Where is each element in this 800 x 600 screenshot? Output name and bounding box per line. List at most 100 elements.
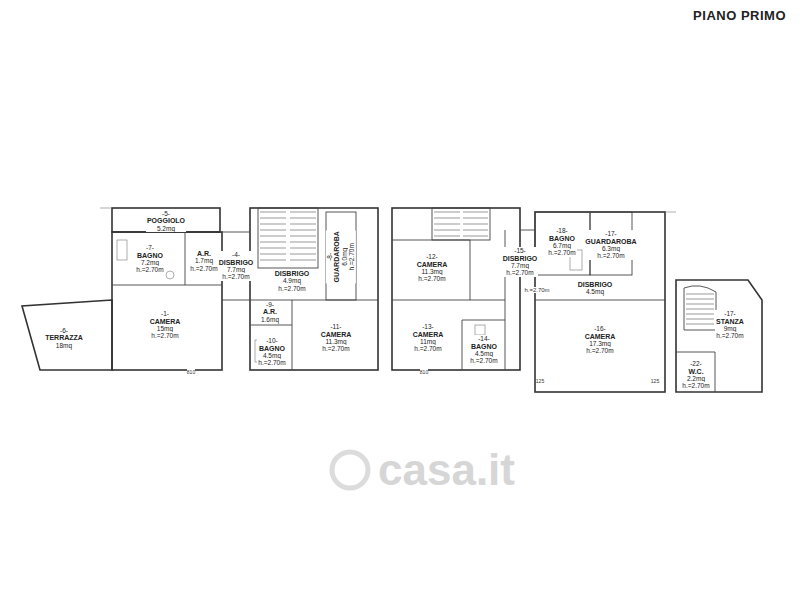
dimension-label: 125 [651, 378, 659, 384]
room-text: BAGNO [469, 343, 498, 350]
room-text: h.=2.70m [584, 347, 617, 354]
room-label: -14-BAGNO4.5mqh.=2.70m [469, 335, 498, 365]
room-text: BAGNO [547, 235, 576, 242]
dimension-label: 125 [536, 378, 544, 384]
room-text: h.=2.70m [416, 275, 449, 282]
room-text: h.=2.70m [547, 249, 576, 256]
room-text: 2.2mq [681, 375, 710, 382]
room-text: DISBRIGO [502, 255, 539, 262]
dimension-label: 810 [187, 369, 195, 375]
room-label: -11-CAMERA11.3mqh.=2.70m [320, 323, 353, 353]
room-text: 11.3mq [320, 338, 353, 345]
room-text: 11.3mq [416, 268, 449, 275]
room-label: DISBRIGO4.5mq [577, 281, 614, 296]
room-text: 11mq [412, 338, 445, 345]
room-text: CAMERA [320, 331, 353, 338]
room-text: h.=2.70m [320, 345, 353, 352]
fixtures [100, 208, 694, 384]
room-label: -5-POGGIOLO5.2mq [146, 210, 186, 232]
room-text: h.=2.70m [218, 273, 255, 280]
room-label: -6-TERRAZZA18mq [44, 327, 84, 349]
room-text: 4.5mq [469, 350, 498, 357]
room-text: h.=2.70m [502, 269, 539, 276]
room-text: h.=2.70m [469, 357, 498, 364]
room-text: CAMERA [149, 318, 182, 325]
room-label: -13-CAMERA11mqh.=2.70m [412, 323, 445, 353]
room-text: 7.7mq [502, 262, 539, 269]
room-text: -16- [584, 325, 617, 332]
room-text: 17.3mq [584, 340, 617, 347]
room-text: BAGNO [257, 345, 286, 352]
room-label: -16-CAMERA17.3mqh.=2.70m [584, 325, 617, 355]
dimension-label: h.=2.70m [524, 287, 549, 293]
dimension-label: 810 [420, 369, 428, 375]
inner-walls [112, 208, 716, 392]
room-text: 4.9mq [274, 277, 311, 284]
room-text: -14- [469, 335, 498, 342]
room-text: -7- [135, 244, 164, 251]
room-label: -12-CAMERA11.3mqh.=2.70m [416, 253, 449, 283]
room-text: POGGIOLO [146, 217, 186, 224]
room-text: BAGNO [135, 252, 164, 259]
room-text: 4.5mq [257, 352, 286, 359]
room-text: -18- [547, 227, 576, 234]
room-text: -17- [715, 310, 745, 317]
room-label: -17-GUARDAROBA6.3mqh.=2.70m [584, 230, 637, 260]
room-label: -15-DISBRIGO7.7mqh.=2.70m [502, 247, 539, 277]
room-text: h.=2.70m [274, 285, 311, 292]
room-label: -8-GUARDAROBA6.0mqh.=2.70m [326, 230, 356, 283]
room-label: -18-BAGNO6.7mqh.=2.70m [547, 227, 576, 257]
room-text: h.=2.70m [584, 252, 637, 259]
room-label: -4-DISBRIGO7.7mqh.=2.70m [218, 251, 255, 281]
room-text: h.=2.70m [257, 359, 286, 366]
room-text: -17- [584, 230, 637, 237]
room-text: TERRAZZA [44, 334, 84, 341]
room-text: 1.7mq [189, 257, 218, 264]
room-text: A.R. [260, 308, 280, 315]
room-text: h.=2.70m [149, 332, 182, 339]
room-text: 6.7mq [547, 242, 576, 249]
room-text: 7.2mq [135, 259, 164, 266]
room-text: CAMERA [412, 331, 445, 338]
room-text: CAMERA [584, 333, 617, 340]
room-text: 7.7mq [218, 266, 255, 273]
room-text: -13- [412, 323, 445, 330]
room-label: -22-W.C.2.2mqh.=2.70m [681, 360, 710, 390]
room-text: DISBRIGO [218, 259, 255, 266]
room-text: -11- [320, 323, 353, 330]
room-text: 15mq [149, 325, 182, 332]
watermark: casa.it [378, 445, 515, 495]
room-label: A.R.1.7mqh.=2.70m [189, 250, 218, 272]
room-label: -10-BAGNO4.5mqh.=2.70m [257, 337, 286, 367]
room-label: -1-CAMERA15mqh.=2.70m [149, 310, 182, 340]
room-label: -9-A.R.1.6mq [260, 301, 280, 323]
room-text: GUARDAROBA [584, 238, 637, 245]
room-text: 4.5mq [577, 288, 614, 295]
room-text: DISBRIGO [274, 270, 311, 277]
room-label: -17-STANZA9mqh.=2.70m [715, 310, 745, 340]
room-text: -6- [44, 327, 84, 334]
room-label: -7-BAGNO7.2mqh.=2.70m [135, 244, 164, 274]
room-text: -22- [681, 360, 710, 367]
room-text: A.R. [189, 250, 218, 257]
room-text: h.=2.70m [189, 265, 218, 272]
room-text: -15- [502, 247, 539, 254]
watermark-logo [332, 452, 368, 488]
room-text: h.=2.70m [135, 266, 164, 273]
page-title: PIANO PRIMO [693, 8, 786, 23]
room-label: DISBRIGO4.9mqh.=2.70m [274, 270, 311, 292]
room-text: CAMERA [416, 261, 449, 268]
room-text: -5- [146, 210, 186, 217]
stair-treads [260, 212, 714, 324]
room-text: 5.2mq [146, 225, 186, 232]
room-text: 1.6mq [260, 316, 280, 323]
room-text: -10- [257, 337, 286, 344]
room-text: DISBRIGO [577, 281, 614, 288]
room-text: h.=2.70m [715, 332, 745, 339]
room-text: W.C. [681, 368, 710, 375]
room-text: 6.3mq [584, 245, 637, 252]
room-text: h.=2.70m [412, 345, 445, 352]
room-text: h.=2.70m [681, 382, 710, 389]
